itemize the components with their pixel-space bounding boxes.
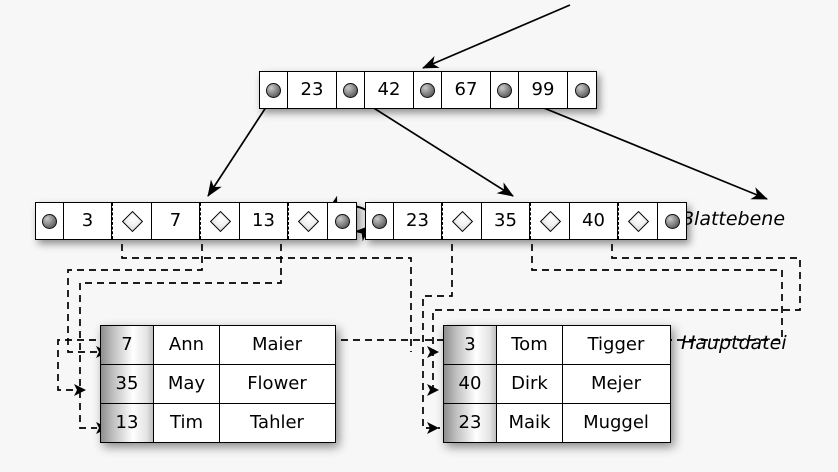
root-pointer-2[interactable] (414, 72, 442, 108)
dash-arrowhead-left-row35 (74, 384, 86, 396)
row-firstname: Dirk (497, 365, 563, 403)
hauptdatei-table-left: 7 Ann Maier 35 May Flower 13 Tim Tahler (100, 325, 336, 443)
leaf-left-record-ref-1[interactable] (200, 203, 240, 239)
record-pointer-diamond-icon (121, 210, 143, 232)
row-key: 23 (444, 404, 497, 442)
table-row[interactable]: 13 Tim Tahler (101, 404, 335, 442)
pointer-dot-icon (343, 82, 358, 98)
dash-arrowhead-right-row23 (427, 422, 439, 434)
leaf-right-record-ref-1[interactable] (530, 203, 570, 239)
root-pointer-4[interactable] (568, 72, 596, 108)
row-lastname: Tigger (587, 334, 645, 355)
row-lastname: Muggel (583, 412, 649, 433)
record-pointer-diamond-icon (627, 210, 649, 232)
pointer-dot-icon (664, 213, 680, 229)
table-row[interactable]: 7 Ann Maier (101, 326, 335, 365)
pointer-dot-icon (420, 82, 435, 98)
row-firstname: Tom (497, 326, 563, 364)
root-ptr1-to-left-leaf (207, 94, 275, 197)
root-ptr4-outgoing-arrow (511, 94, 768, 200)
row-key: 40 (444, 365, 497, 403)
leaf-right-key-1: 35 (482, 203, 530, 239)
leaf-left-prev-pointer[interactable] (36, 203, 64, 239)
row-firstname: Tim (154, 404, 220, 442)
row-firstname: Ann (154, 326, 220, 364)
row-key: 7 (101, 326, 154, 364)
pointer-dot-icon (334, 213, 350, 229)
incoming-parent-arrow (422, 4, 571, 69)
leaf-right-next-pointer[interactable] (658, 203, 686, 239)
row-lastname: Tahler (250, 412, 304, 433)
table-row[interactable]: 3 Tom Tigger (444, 326, 670, 365)
root-pointer-0[interactable] (260, 72, 288, 108)
root-pointer-1[interactable] (337, 72, 365, 108)
pointer-dot-icon (266, 82, 281, 98)
root-pointer-3[interactable] (491, 72, 519, 108)
table-row[interactable]: 40 Dirk Mejer (444, 365, 670, 404)
leaf-left-key-1: 7 (152, 203, 200, 239)
dash-right-d2-to-row35 (57, 232, 783, 391)
root-index-node[interactable]: 23 42 67 99 (259, 71, 597, 109)
leaf-right-key-0: 23 (394, 203, 442, 239)
root-ptr2-to-right-leaf (352, 94, 514, 197)
leaf-left-record-ref-0[interactable] (112, 203, 152, 239)
pointer-dot-icon (372, 213, 387, 229)
record-pointer-diamond-icon (297, 210, 319, 232)
hauptdatei-table-right: 3 Tom Tigger 40 Dirk Mejer 23 Maik Mugge… (443, 325, 671, 443)
dash-arrowhead-right-row3 (427, 346, 439, 358)
pointer-dot-icon (574, 82, 590, 98)
dash-arrowhead-right-row40 (427, 384, 439, 396)
leaf-right-key-2: 40 (570, 203, 618, 239)
dash-left-d2-to-row7 (67, 232, 203, 353)
table-row[interactable]: 23 Maik Muggel (444, 404, 670, 442)
leaf-left-next-pointer[interactable] (328, 203, 356, 239)
row-firstname: Maik (497, 404, 563, 442)
dash-left-d1-to-row3 (121, 232, 412, 352)
leaf-right-record-ref-2[interactable] (618, 203, 658, 239)
root-key-0: 23 (288, 72, 337, 108)
caption-blattebene: Blattebene (681, 208, 786, 230)
pointer-dot-icon (497, 82, 512, 98)
row-firstname: May (154, 365, 220, 403)
leaf-left-key-0: 3 (64, 203, 112, 239)
row-lastname: Flower (247, 373, 307, 394)
record-pointer-diamond-icon (209, 210, 231, 232)
root-key-3: 99 (519, 72, 568, 108)
leaf-right-record-ref-0[interactable] (442, 203, 482, 239)
dash-right-d1-to-row23 (422, 232, 453, 429)
leaf-right-prev-pointer[interactable] (366, 203, 394, 239)
leaf-left-key-2: 13 (240, 203, 288, 239)
dash-left-d3-to-row13 (79, 232, 282, 429)
row-key: 13 (101, 404, 154, 442)
record-pointer-diamond-icon (539, 210, 561, 232)
leaf-node-right[interactable]: 23 35 40 (365, 202, 687, 240)
row-key: 3 (444, 326, 497, 364)
leaf-node-left[interactable]: 3 7 13 (35, 202, 357, 240)
pointer-dot-icon (42, 213, 57, 229)
root-key-2: 67 (442, 72, 491, 108)
caption-hauptdatei: Hauptdatei (681, 332, 787, 354)
row-key: 35 (101, 365, 154, 403)
table-row[interactable]: 35 May Flower (101, 365, 335, 404)
root-key-1: 42 (365, 72, 414, 108)
row-lastname: Mejer (590, 373, 642, 394)
record-pointer-diamond-icon (451, 210, 473, 232)
leaf-left-record-ref-2[interactable] (288, 203, 328, 239)
row-lastname: Maier (251, 334, 303, 355)
